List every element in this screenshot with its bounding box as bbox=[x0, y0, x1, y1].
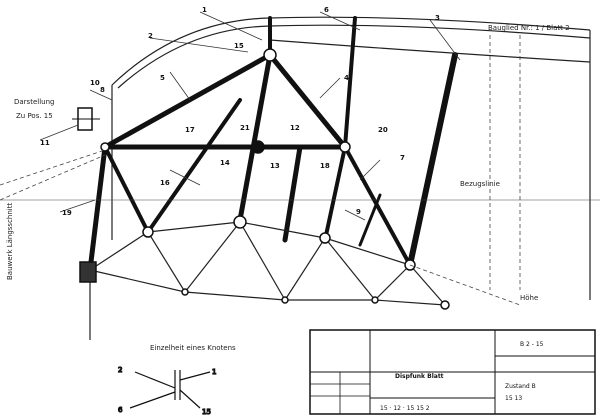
label-16: 16 bbox=[160, 179, 170, 187]
detail-label-15: 15 bbox=[202, 408, 211, 416]
label-3: 3 bbox=[435, 14, 440, 22]
title-block: Dispfunk Blatt B 2 - 15 Zustand B 15 13 … bbox=[309, 329, 596, 415]
title-block-title: Dispfunk Blatt bbox=[395, 373, 444, 380]
label-18: 18 bbox=[320, 162, 330, 170]
title-block-sheet: B 2 - 15 bbox=[520, 341, 544, 348]
note-top-right: Bauglied Nr.: 1 / Blatt 2 bbox=[488, 24, 570, 32]
bottom-lattice bbox=[89, 221, 446, 340]
label-19: 19 bbox=[62, 209, 72, 217]
label-5: 5 bbox=[160, 74, 165, 82]
title-block-subtitle: Zustand B bbox=[505, 383, 536, 390]
detail-label-2: 2 bbox=[118, 366, 122, 374]
label-14: 14 bbox=[220, 159, 230, 167]
left-box-note-2: Zu Pos. 15 bbox=[16, 112, 53, 120]
label-12: 12 bbox=[290, 124, 300, 132]
note-bottom-center: Einzelheit eines Knotens bbox=[150, 344, 236, 352]
label-21: 21 bbox=[240, 124, 250, 132]
truss-main bbox=[87, 16, 458, 273]
node-detail: 2 1 6 15 bbox=[117, 365, 217, 416]
label-4: 4 bbox=[344, 74, 349, 82]
title-block-drawing-no: 15 · 12 · 15 15 2 bbox=[380, 405, 430, 412]
label-15: 15 bbox=[234, 42, 244, 50]
note-right-mid: Bezugslinie bbox=[460, 180, 500, 188]
label-8: 8 bbox=[100, 86, 105, 94]
label-10: 10 bbox=[90, 79, 100, 87]
note-bottom-right: Höhe bbox=[520, 294, 538, 302]
detail-label-1: 1 bbox=[212, 368, 216, 376]
reference-lines bbox=[0, 35, 600, 306]
label-20: 20 bbox=[378, 126, 388, 134]
label-9: 9 bbox=[356, 208, 361, 216]
label-7: 7 bbox=[400, 154, 405, 162]
note-vertical-left: Bauwerk Längsschnitt bbox=[6, 203, 14, 280]
roof-arch bbox=[111, 16, 591, 300]
label-11: 11 bbox=[40, 139, 50, 147]
left-detail: Darstellung Zu Pos. 15 bbox=[14, 98, 100, 131]
labels: 1 2 3 4 5 6 7 8 9 10 11 12 13 14 15 16 1… bbox=[6, 6, 570, 352]
label-17: 17 bbox=[185, 126, 195, 134]
label-13: 13 bbox=[270, 162, 280, 170]
label-6: 6 bbox=[324, 6, 329, 14]
title-block-number: 15 13 bbox=[505, 395, 522, 402]
label-2: 2 bbox=[148, 32, 153, 40]
leaders bbox=[39, 11, 461, 221]
left-box-note-1: Darstellung bbox=[14, 98, 54, 106]
truss-nodes bbox=[79, 48, 450, 310]
detail-label-6: 6 bbox=[118, 406, 123, 414]
label-1: 1 bbox=[202, 6, 207, 14]
